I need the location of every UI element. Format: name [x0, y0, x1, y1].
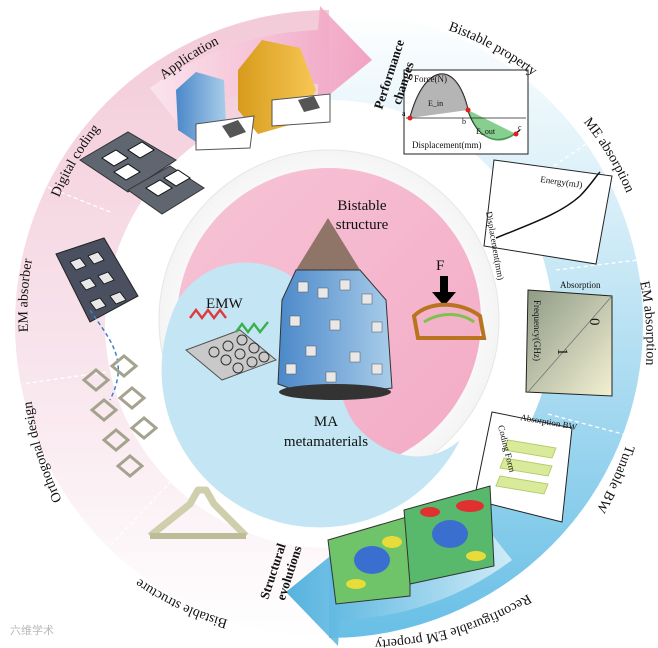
em-title: Absorption: [560, 280, 601, 290]
digital-coding-panels: [79, 131, 205, 215]
em-absorption-plot: [525, 289, 613, 397]
em-absorber-layers: [55, 237, 139, 401]
force-label: F: [436, 258, 444, 274]
bistable-point-c: c: [518, 123, 522, 132]
ma-label-1: MA: [314, 414, 338, 430]
emw-label: EMW: [206, 296, 244, 312]
ma-label-2: metamaterials: [284, 434, 368, 450]
em-state0-group: 0: [586, 318, 602, 326]
bistable-property-plot: [403, 69, 529, 155]
em-state-1: 1: [554, 348, 570, 356]
reflected-wave: [235, 321, 269, 334]
bistable-xlabel: Displacement(mm): [412, 140, 481, 150]
application-cones: [176, 40, 331, 151]
em-ylabel-group: Frequency(GHz): [532, 300, 542, 361]
orthogonal-lattice: [81, 354, 159, 478]
bistable-cone-structure: [277, 218, 393, 400]
force-bistable-beam: [411, 276, 487, 340]
em-state1-group: 1: [554, 348, 570, 356]
bistable-point-a: a: [402, 109, 406, 118]
bistable-ylabel: Force(N): [414, 74, 447, 84]
reconfigurable-field-maps: [327, 485, 495, 605]
bistable-point-b: b: [462, 117, 466, 126]
tunable-bw-plot: [473, 411, 573, 523]
bistable-eout: E_out: [476, 127, 496, 136]
center-bistable-label-2: structure: [336, 217, 389, 233]
em-absorber-label: EM absorber: [16, 257, 36, 332]
bistable-beam-3d: [147, 486, 249, 539]
force-arrow-icon: [432, 292, 456, 306]
em-ylabel: Frequency(GHz): [532, 300, 542, 361]
emw-metasurface: [185, 308, 277, 381]
center-bistable-label-1: Bistable: [337, 198, 387, 214]
me-absorption-plot: [483, 159, 613, 265]
incident-wave: [189, 308, 227, 320]
watermark: 六维学术: [10, 624, 54, 637]
em-state-0: 0: [586, 318, 602, 326]
bistable-ein: E_in: [428, 99, 443, 108]
